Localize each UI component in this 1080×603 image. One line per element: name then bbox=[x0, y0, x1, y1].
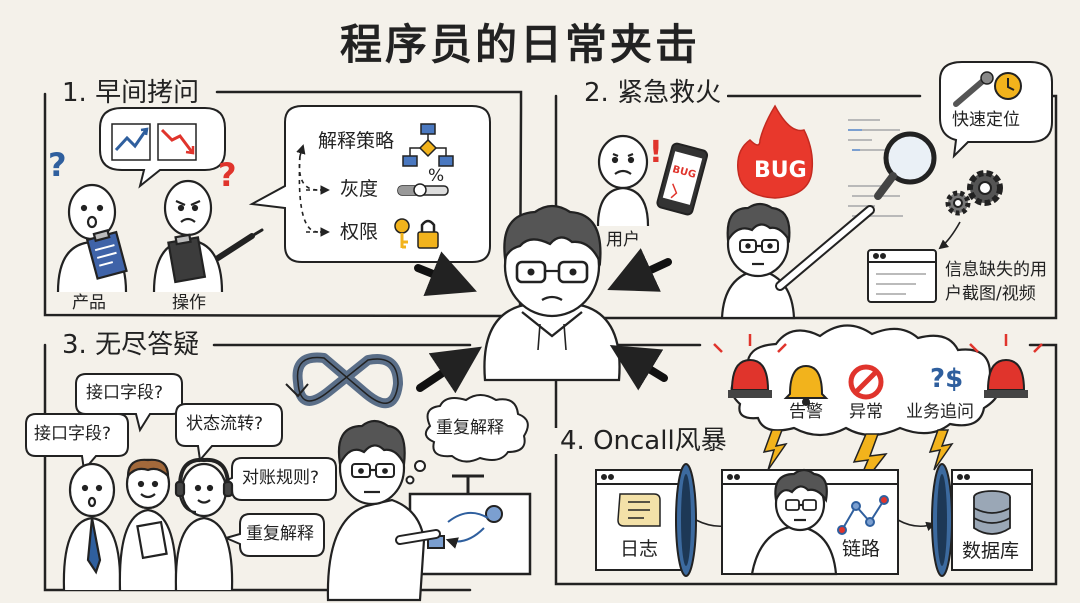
operation-person bbox=[152, 179, 264, 293]
locate-label: 快速定位 bbox=[952, 110, 1020, 130]
question-text: 接口字段? bbox=[34, 424, 112, 444]
gears-icon bbox=[945, 170, 1003, 216]
percent-label: % bbox=[428, 166, 445, 186]
trace-label: 链路 bbox=[842, 538, 881, 560]
portal-ring bbox=[675, 463, 697, 577]
center-programmer bbox=[483, 204, 621, 382]
locate-bubble bbox=[939, 61, 1053, 159]
question-mark-icon: ? bbox=[48, 146, 67, 184]
missing-info-line-2: 户截图/视频 bbox=[945, 284, 1036, 304]
strategy-item-permission: 权限 bbox=[340, 221, 379, 243]
thought-bubble bbox=[405, 394, 529, 485]
chart-bubble bbox=[99, 107, 226, 189]
slider-icon bbox=[397, 183, 449, 197]
question-mark-icon: ? bbox=[218, 156, 237, 194]
question-bubble bbox=[175, 403, 283, 463]
section-heading-4: 4. Oncall风暴 bbox=[554, 428, 733, 454]
exception-label: 异常 bbox=[849, 402, 883, 422]
thought-text: 重复解释 bbox=[436, 418, 504, 438]
question-bubble bbox=[219, 457, 337, 501]
exclamation-icon: ! bbox=[649, 135, 663, 170]
section-heading-1: 1. 早间拷问 bbox=[56, 80, 206, 106]
key-lock-icon bbox=[394, 218, 439, 249]
user-figure bbox=[596, 134, 650, 227]
question-bubble bbox=[25, 413, 129, 473]
browser-window-icon bbox=[867, 249, 937, 303]
question-bubble bbox=[223, 513, 325, 557]
missing-info-line-1: 信息缺失的用 bbox=[945, 260, 1047, 280]
business-question-label: 业务追问 bbox=[906, 402, 974, 422]
bell-icon bbox=[783, 364, 829, 406]
loop-icon bbox=[285, 352, 403, 409]
asking-person bbox=[62, 462, 122, 591]
trace-graph-icon bbox=[837, 495, 889, 535]
svg-text:!: ! bbox=[649, 135, 663, 170]
oncall-programmer bbox=[750, 468, 838, 576]
question-dollar-icon: ?$ bbox=[930, 364, 964, 394]
section-heading-3: 3. 无尽答疑 bbox=[56, 332, 206, 358]
page-title: 程序员的日常夹击 bbox=[340, 20, 701, 69]
forbidden-icon bbox=[848, 364, 884, 400]
database-icon bbox=[973, 490, 1011, 535]
bug-fire-icon bbox=[737, 104, 814, 199]
section-heading-2: 2. 紧急救火 bbox=[578, 80, 728, 106]
siren-icon bbox=[713, 334, 787, 398]
question-text: 重复解释 bbox=[246, 524, 314, 544]
svg-text:?: ? bbox=[48, 146, 67, 184]
scroll-icon bbox=[617, 493, 661, 527]
asking-person bbox=[118, 458, 178, 591]
searching-programmer bbox=[720, 202, 875, 320]
bug-label: BUG bbox=[754, 158, 807, 183]
question-text: 接口字段? bbox=[86, 383, 164, 403]
log-label: 日志 bbox=[620, 538, 659, 560]
svg-text:?: ? bbox=[218, 156, 237, 194]
wrench-icon bbox=[953, 71, 994, 107]
pressure-arrows bbox=[414, 248, 672, 394]
user-label: 用户 bbox=[606, 230, 640, 250]
code-lines bbox=[848, 119, 906, 217]
explaining-programmer bbox=[326, 419, 441, 602]
operation-label: 操作 bbox=[172, 293, 206, 313]
alert-label: 告警 bbox=[789, 402, 823, 422]
question-text: 对账规则? bbox=[242, 468, 320, 488]
magnifier-icon bbox=[874, 131, 937, 200]
strategy-item-explain: 解释策略 bbox=[318, 130, 395, 152]
headset-person bbox=[174, 457, 234, 591]
whiteboard bbox=[408, 474, 532, 576]
strategy-item-gray: 灰度 bbox=[340, 178, 379, 200]
siren-icon bbox=[969, 334, 1043, 398]
database-label: 数据库 bbox=[962, 540, 1020, 562]
phone-bug-icon bbox=[656, 142, 709, 216]
question-text: 状态流转? bbox=[186, 414, 264, 434]
product-label: 产品 bbox=[72, 293, 106, 313]
portal-ring bbox=[931, 463, 953, 577]
clock-icon bbox=[994, 72, 1022, 100]
flowchart-icon bbox=[402, 123, 454, 167]
product-person bbox=[56, 183, 128, 293]
